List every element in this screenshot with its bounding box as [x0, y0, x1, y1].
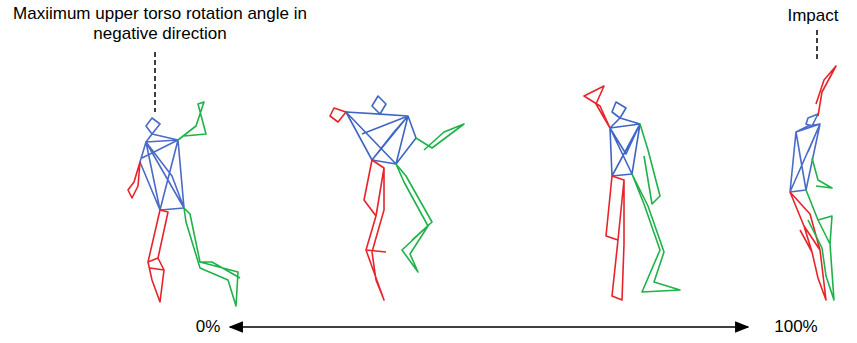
arm-leg-wireframe	[584, 86, 624, 300]
timeline-arrow	[230, 326, 748, 328]
arm-leg-wireframe	[178, 102, 240, 306]
arm-leg-wireframe	[806, 158, 834, 300]
axis-label: 100%	[766, 317, 826, 337]
axis-label: 0%	[183, 317, 233, 337]
leader-line	[816, 30, 818, 60]
arm-leg-wireframe	[790, 66, 836, 300]
torso-wireframe	[346, 96, 416, 164]
torso-wireframe	[790, 114, 820, 192]
arm-leg-wireframe	[632, 124, 680, 292]
torso-wireframe	[140, 118, 184, 210]
leader-line	[154, 52, 156, 112]
arm-leg-wireframe	[396, 124, 464, 272]
arm-leg-wireframe	[330, 108, 386, 300]
callout-label: Maxiimum upper torso rotation angle in n…	[10, 4, 310, 44]
callout-label: Impact	[773, 6, 853, 26]
torso-wireframe	[610, 102, 640, 176]
arm-leg-wireframe	[128, 162, 168, 302]
